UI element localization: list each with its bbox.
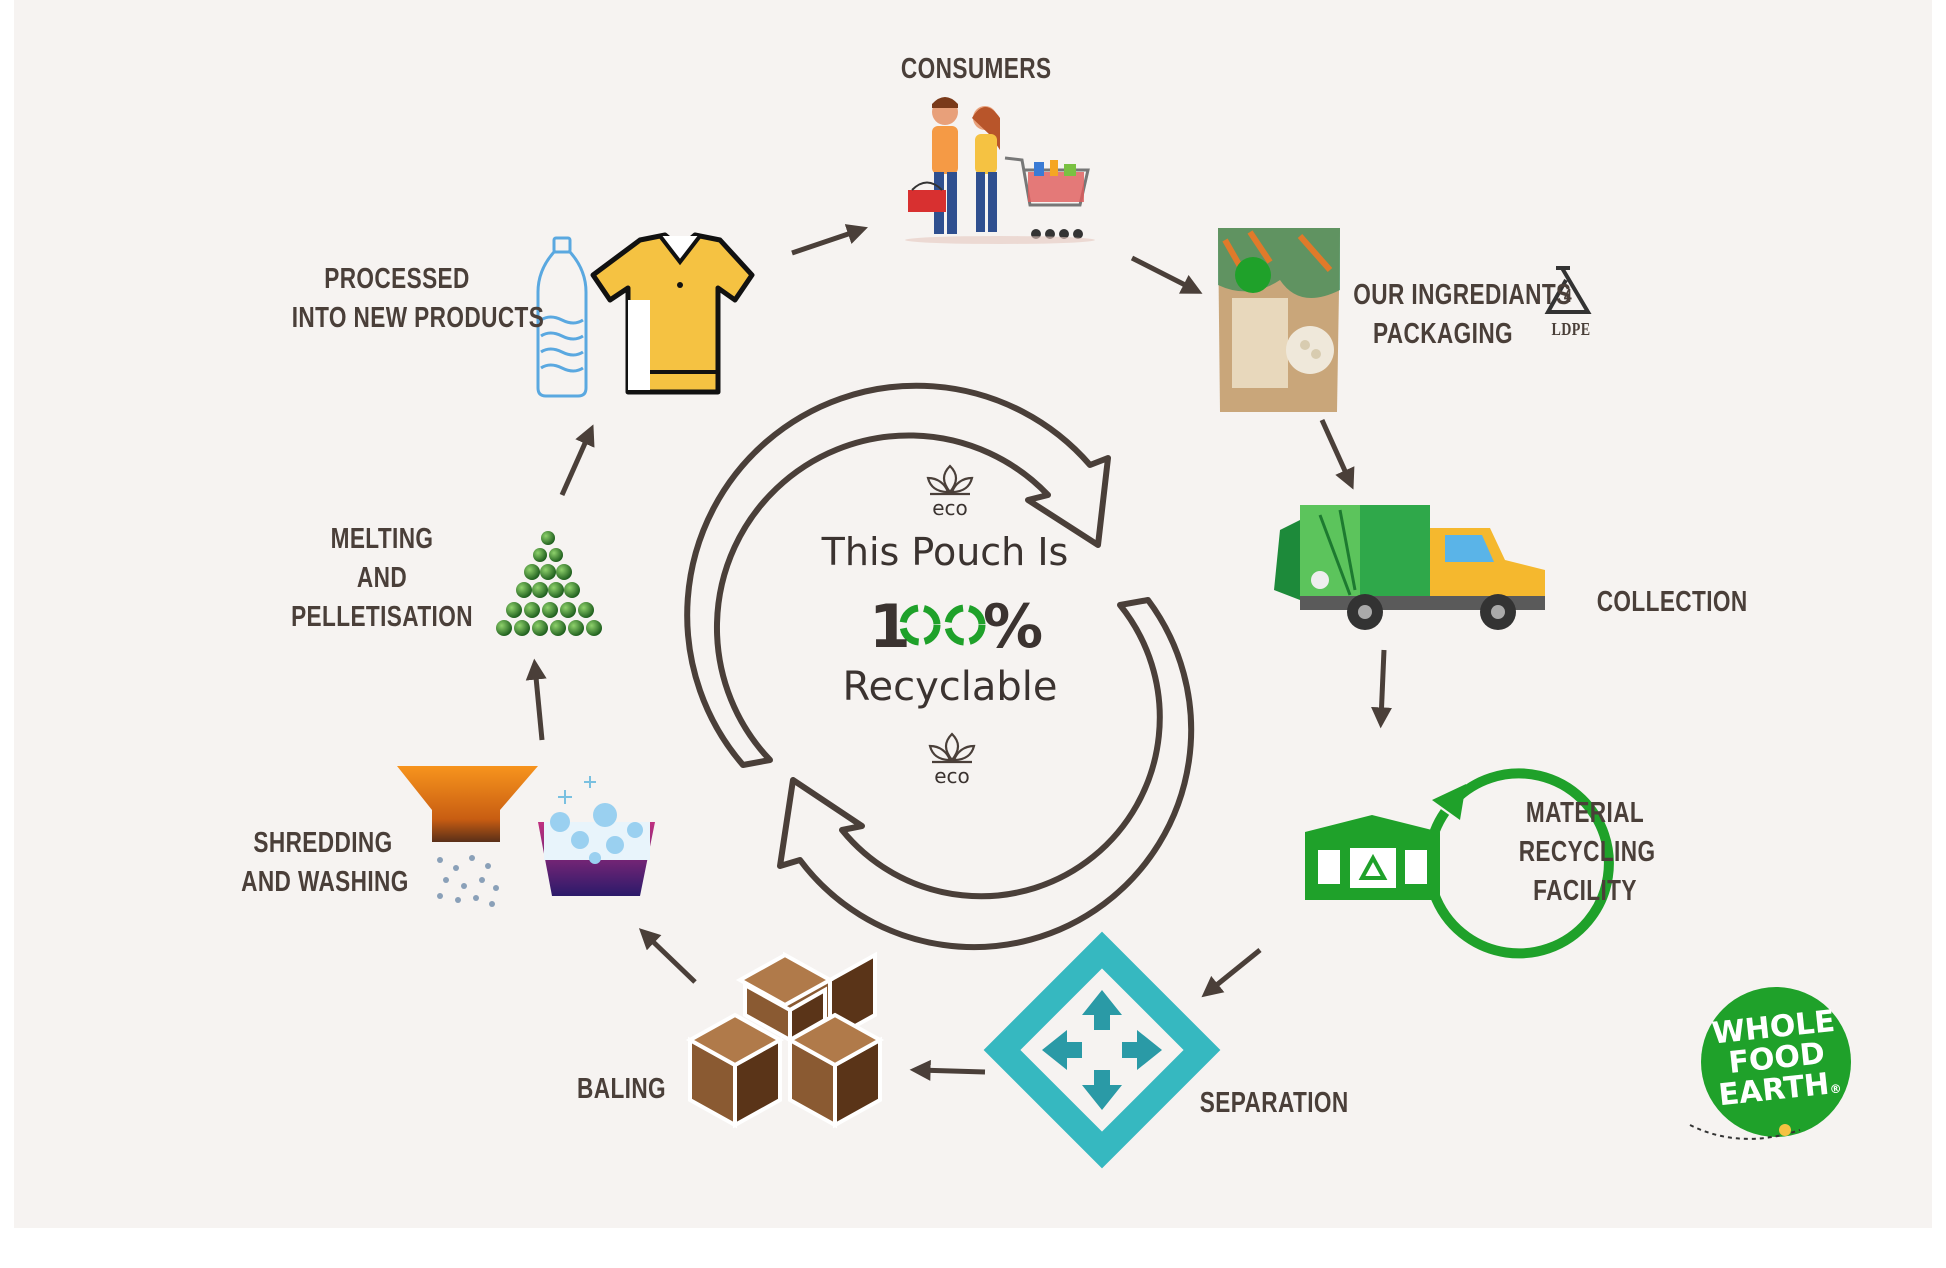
label-line: COLLECTION	[1596, 586, 1748, 618]
eco-leaf-icon-bottom	[928, 732, 976, 764]
eco-label-top: eco	[932, 496, 968, 520]
label-line: AND WASHING	[241, 866, 409, 898]
center-recycle-arrows	[684, 382, 1195, 951]
brand-logo-icon	[1689, 987, 1851, 1140]
polo-shirt-icon	[590, 232, 755, 395]
percent-digit-one: 1	[869, 592, 911, 662]
label-line: MATERIAL	[1525, 797, 1645, 829]
label-line: SEPARATION	[1199, 1087, 1349, 1119]
label-line: RECYCLING	[1518, 836, 1656, 868]
ldpe-material-text: LDPE	[1551, 319, 1591, 339]
percent-zero-icon-1	[899, 604, 941, 646]
label-collection: COLLECTION	[1596, 583, 1748, 622]
label-line: CONSUMERS	[900, 53, 1052, 85]
label-line: SHREDDING	[253, 827, 393, 859]
garbage-truck-icon	[1274, 505, 1545, 630]
label-shredding-washing: SHREDDING AND WASHING	[241, 824, 409, 902]
label-processed-new-products: PROCESSED INTO NEW PRODUCTS	[291, 260, 545, 338]
label-consumers: CONSUMERS	[900, 50, 1052, 89]
center-title-line3: Recyclable	[842, 664, 1058, 710]
label-packaging: OUR INGREDIANTS PACKAGING	[1353, 276, 1572, 354]
baling-cubes-icon	[685, 951, 885, 1129]
cycle-arrows	[525, 224, 1393, 1081]
separation-icon	[983, 931, 1221, 1169]
water-bottle-icon	[536, 236, 588, 398]
label-line: BALING	[577, 1073, 667, 1105]
label-melting-pelletisation: MELTING AND PELLETISATION	[288, 520, 475, 637]
shredder-funnel-icon	[397, 766, 538, 907]
ldpe-material: LDPE	[1544, 318, 1599, 340]
label-line: INTO NEW PRODUCTS	[291, 302, 545, 334]
recycling-facility-icon	[1305, 768, 1614, 959]
ldpe-code: 4	[1562, 285, 1574, 307]
percent-zero-icon-2	[944, 604, 986, 646]
label-line: OUR INGREDIANTS	[1353, 279, 1572, 311]
label-baling: BALING	[577, 1070, 667, 1109]
brand-logo-text: WHOLE FOOD EARTH®	[1707, 1004, 1847, 1117]
label-line: AND	[356, 562, 408, 594]
label-line: FACILITY	[1533, 875, 1637, 907]
eco-leaf-icon-top	[926, 464, 974, 496]
label-material-recycling-facility: MATERIAL RECYCLING FACILITY	[1518, 794, 1656, 911]
label-line: MELTING	[330, 523, 434, 555]
label-line: PROCESSED	[324, 263, 470, 295]
percent-sign: %	[983, 592, 1044, 662]
ldpe-recycle-symbol-icon	[1544, 266, 1592, 314]
ldpe-code-digit: 4	[1563, 286, 1573, 306]
label-line: PELLETISATION	[291, 601, 473, 633]
eco-label-bottom: eco	[934, 764, 970, 788]
consumers-icon	[905, 97, 1095, 244]
label-line: PACKAGING	[1372, 318, 1514, 350]
label-separation: SEPARATION	[1199, 1084, 1349, 1123]
brand-registered-mark: ®	[1829, 1081, 1843, 1097]
pouch-icon	[1218, 228, 1340, 412]
washing-tub-icon	[538, 776, 655, 896]
center-title-line1: This Pouch Is	[821, 530, 1069, 574]
pellets-pyramid-icon	[496, 531, 602, 636]
